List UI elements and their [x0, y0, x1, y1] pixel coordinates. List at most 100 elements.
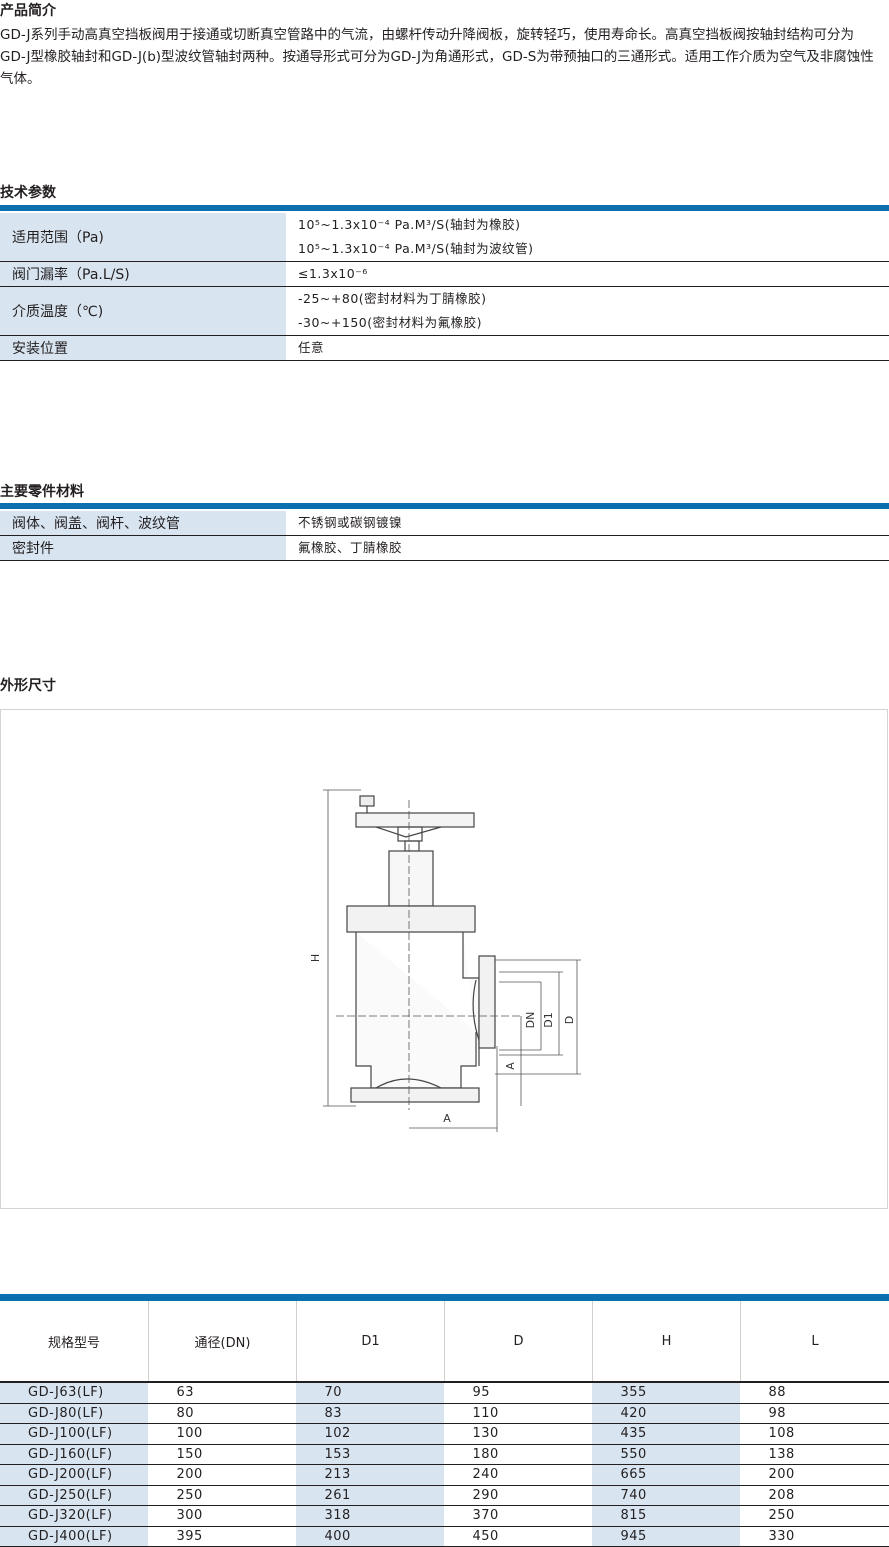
table-row: GD-J250(LF) 250 261 290 740 208 [0, 1485, 889, 1506]
cell-d: 95 [444, 1381, 593, 1404]
tech-row: 阀门漏率（Pa.L/S) ≤1.3x10⁻⁶ [0, 261, 889, 287]
cell-d: 110 [444, 1403, 593, 1424]
tech-title: 技术参数 [0, 185, 56, 201]
cell-d1: 400 [296, 1526, 445, 1547]
col-header: D1 [296, 1301, 445, 1382]
label-d: D [563, 1016, 576, 1024]
tech-value: 任意 [286, 335, 889, 361]
cell-dn: 100 [148, 1423, 297, 1445]
cell-h: 550 [592, 1444, 741, 1465]
label-d1: D1 [542, 1012, 555, 1027]
tech-accent-bar [0, 205, 889, 211]
material-label: 阀体、阀盖、阀杆、波纹管 [0, 511, 286, 536]
table-row: GD-J400(LF) 395 400 450 945 330 [0, 1526, 889, 1547]
label-a-side: A [504, 1062, 517, 1070]
tech-value: ≤1.3x10⁻⁶ [286, 261, 889, 287]
cell-d1: 261 [296, 1485, 445, 1506]
tech-table: 适用范围（Pa) 10⁵~1.3x10⁻⁴ Pa.M³/S(轴封为橡胶) 10⁵… [0, 213, 889, 361]
handwheel-rim [355, 812, 475, 828]
cell-dn: 150 [148, 1444, 297, 1465]
table-row: GD-J100(LF) 100 102 130 435 108 [0, 1423, 889, 1445]
cell-h: 420 [592, 1403, 741, 1424]
cell-model: GD-J200(LF) [0, 1464, 149, 1486]
cell-d: 290 [444, 1485, 593, 1506]
label-a-bottom: A [443, 1112, 451, 1125]
tech-value-line: 任意 [298, 340, 325, 355]
materials-table: 阀体、阀盖、阀杆、波纹管 不锈钢或碳钢镀镍 密封件 氟橡胶、丁腈橡胶 [0, 511, 889, 561]
cell-dn: 250 [148, 1485, 297, 1506]
tech-value-line: -30~+150(密封材料为氟橡胶) [298, 315, 482, 330]
tech-label: 安装位置 [0, 335, 286, 361]
cell-d: 450 [444, 1526, 593, 1547]
table-row: GD-J320(LF) 300 318 370 815 250 [0, 1505, 889, 1527]
cell-d: 180 [444, 1444, 593, 1465]
cell-model: GD-J250(LF) [0, 1485, 149, 1506]
intro-text: GD-J系列手动高真空挡板阀用于接通或切断真空管路中的气流，由螺杆传动升降阀板，… [0, 27, 874, 87]
cell-dn: 200 [148, 1464, 297, 1486]
cell-dn: 395 [148, 1526, 297, 1547]
cell-l: 200 [740, 1464, 889, 1486]
side-flange [478, 955, 496, 1049]
tech-label: 适用范围（Pa) [0, 213, 286, 262]
cell-h: 355 [592, 1381, 741, 1404]
cell-d1: 70 [296, 1381, 445, 1404]
table-row: GD-J80(LF) 80 83 110 420 98 [0, 1403, 889, 1424]
cell-h: 815 [592, 1505, 741, 1527]
table-row: GD-J160(LF) 150 153 180 550 138 [0, 1444, 889, 1465]
material-value: 不锈钢或碳钢镀镍 [286, 511, 889, 536]
cell-model: GD-J100(LF) [0, 1423, 149, 1445]
col-header: D [444, 1301, 593, 1382]
cell-h: 435 [592, 1423, 741, 1445]
col-header: 规格型号 [0, 1301, 149, 1382]
handwheel-spokes [375, 826, 442, 838]
cell-model: GD-J320(LF) [0, 1505, 149, 1527]
cell-h: 945 [592, 1526, 741, 1547]
tech-value-line: 10⁵~1.3x10⁻⁴ Pa.M³/S(轴封为波纹管) [298, 241, 534, 256]
material-value-line: 氟橡胶、丁腈橡胶 [298, 540, 403, 555]
cell-l: 208 [740, 1485, 889, 1506]
col-header: 通径(DN) [148, 1301, 297, 1382]
tech-row: 适用范围（Pa) 10⁵~1.3x10⁻⁴ Pa.M³/S(轴封为橡胶) 10⁵… [0, 213, 889, 262]
bonnet-flange [346, 905, 476, 933]
tech-value: -25~+80(密封材料为丁腈橡胶) -30~+150(密封材料为氟橡胶) [286, 286, 889, 336]
cell-d: 240 [444, 1464, 593, 1486]
dims-header-row: 规格型号 通径(DN) D1 D H L [0, 1301, 889, 1382]
tech-row: 介质温度（℃) -25~+80(密封材料为丁腈橡胶) -30~+150(密封材料… [0, 286, 889, 336]
outline-title: 外形尺寸 [0, 678, 56, 694]
cell-dn: 63 [148, 1381, 297, 1404]
cell-d1: 102 [296, 1423, 445, 1445]
tech-label: 阀门漏率（Pa.L/S) [0, 261, 286, 287]
valve-body [355, 932, 480, 1089]
bottom-break-line [375, 1078, 442, 1089]
tech-value-line: ≤1.3x10⁻⁶ [298, 266, 368, 281]
cell-d1: 318 [296, 1505, 445, 1527]
materials-title: 主要零件材料 [0, 484, 84, 500]
cell-d: 370 [444, 1505, 593, 1527]
dimension-table: 规格型号 通径(DN) D1 D H L GD-J63(LF) 63 70 95… [0, 1301, 889, 1547]
cell-l: 88 [740, 1381, 889, 1404]
material-value: 氟橡胶、丁腈橡胶 [286, 535, 889, 561]
cell-l: 108 [740, 1423, 889, 1445]
col-header: L [811, 1333, 819, 1349]
cell-h: 740 [592, 1485, 741, 1506]
handwheel-knob [359, 795, 375, 807]
outline-figure: H DN D1 D A A [0, 709, 888, 1209]
cell-l: 98 [740, 1403, 889, 1424]
tech-value: 10⁵~1.3x10⁻⁴ Pa.M³/S(轴封为橡胶) 10⁵~1.3x10⁻⁴… [286, 213, 889, 262]
col-header: H [592, 1301, 741, 1382]
cell-d1: 213 [296, 1464, 445, 1486]
cell-model: GD-J63(LF) [0, 1381, 149, 1404]
cell-model: GD-J160(LF) [0, 1444, 149, 1465]
material-row: 密封件 氟橡胶、丁腈橡胶 [0, 535, 889, 561]
tech-value-line: 10⁵~1.3x10⁻⁴ Pa.M³/S(轴封为橡胶) [298, 217, 521, 232]
bottom-flange [350, 1087, 480, 1103]
material-label: 密封件 [0, 535, 286, 561]
cell-l: 250 [740, 1505, 889, 1527]
table-row: GD-J63(LF) 63 70 95 355 88 [0, 1381, 889, 1404]
label-h: H [309, 954, 322, 962]
cell-dn: 80 [148, 1403, 297, 1424]
table-row: GD-J200(LF) 200 213 240 665 200 [0, 1464, 889, 1486]
cell-l: 330 [740, 1526, 889, 1547]
valve-drawing: H DN D1 D A A [309, 789, 581, 1132]
cell-h: 665 [592, 1464, 741, 1486]
